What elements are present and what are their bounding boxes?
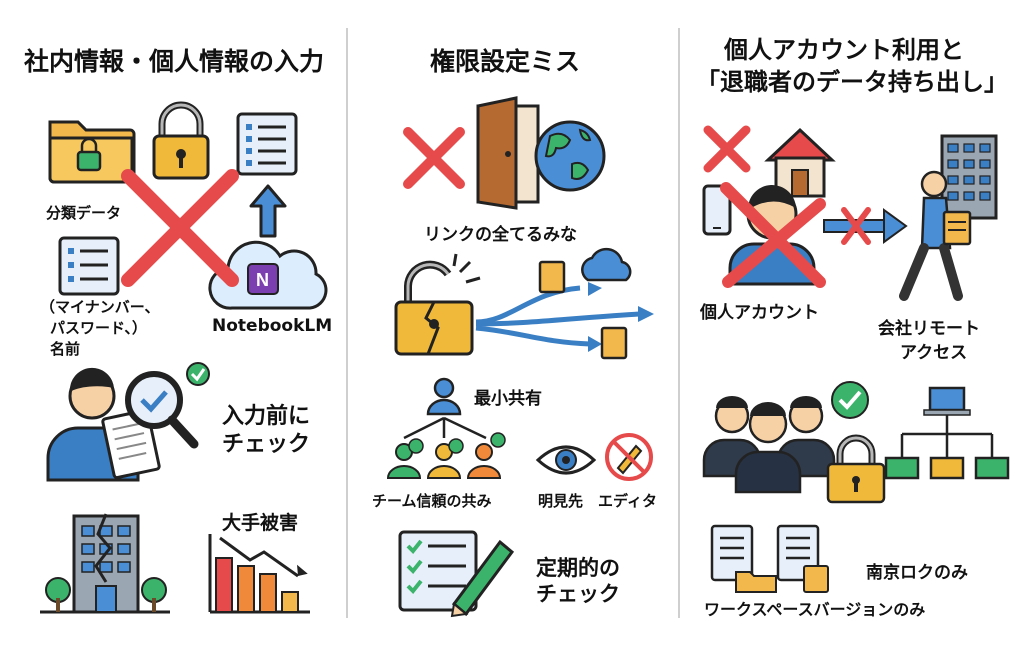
forbidden-x-icon xyxy=(121,169,239,287)
column-2-title: 権限設定ミス xyxy=(430,47,581,76)
viewer-eye-icon xyxy=(535,445,597,475)
broken-lock-share-icon xyxy=(394,247,654,360)
notebooklm-label: NotebookLM xyxy=(212,316,333,336)
remote-access-line1: 会社リモート xyxy=(878,319,980,339)
personal-account-person-icon xyxy=(720,182,826,288)
check-before-input-line2: チェック xyxy=(222,432,311,457)
remote-access-line2: アクセス xyxy=(900,343,968,363)
checklist-pencil-icon xyxy=(398,530,515,618)
small-x-icon-2 xyxy=(703,125,751,173)
personal-info-list-icon xyxy=(58,236,120,296)
open-door-globe-icon xyxy=(476,96,606,210)
link-all-label: リンクの全てるみな xyxy=(424,225,577,245)
personal-account-label: 個人アカウント xyxy=(700,303,819,323)
documents-folder-icon xyxy=(710,524,829,593)
svg-text:N: N xyxy=(256,270,269,290)
pii-label-line3: 名前 xyxy=(50,340,81,358)
pii-label-line2: パスワード、） xyxy=(50,319,147,337)
cloud-notebook-icon: N xyxy=(208,240,328,310)
no-edit-pencil-icon xyxy=(605,433,653,481)
business-team-icon xyxy=(702,381,886,504)
column-1-title: 社内情報・個人情報の入力 xyxy=(24,47,325,76)
workspace-version-label: ワークスペースバージョンのみ xyxy=(704,600,926,619)
south-lock-label: 南京ロクのみ xyxy=(866,563,968,583)
blocked-transfer-arrow-icon xyxy=(823,207,908,245)
network-devices-icon xyxy=(884,386,1010,480)
periodic-check-line2: チェック xyxy=(536,582,620,606)
column-3-title-line1: 個人アカウント利用と xyxy=(724,36,964,64)
damaged-building-icon xyxy=(40,513,170,614)
pii-label-line1: （マイナンバー、 xyxy=(40,298,160,316)
editor-label: エディタ xyxy=(598,492,657,510)
walking-person-with-files-icon xyxy=(899,170,972,301)
team-share-arrows-icon xyxy=(386,416,506,479)
falling-bar-chart-icon xyxy=(208,534,310,614)
document-list-icon xyxy=(236,112,298,176)
column-3-title-line2: 「退職者のデータ持ち出し」 xyxy=(696,68,1008,96)
viewer-label: 明見先 xyxy=(538,492,584,510)
least-share-label: 最小共有 xyxy=(474,389,542,409)
column-divider-1 xyxy=(346,28,348,618)
padlock-icon xyxy=(152,101,210,180)
check-before-input-line1: 入力前に xyxy=(222,404,311,429)
least-share-person-icon xyxy=(426,377,462,416)
smartphone-icon xyxy=(702,184,732,236)
periodic-check-line1: 定期的の xyxy=(536,556,620,580)
classified-data-label: 分類データ xyxy=(46,204,122,222)
team-trust-label: チーム信頼の共み xyxy=(372,492,492,510)
upload-arrow-icon xyxy=(249,184,287,238)
small-x-icon xyxy=(403,127,465,189)
inspector-person-icon xyxy=(46,362,210,482)
major-damage-label: 大手被害 xyxy=(222,512,299,534)
column-divider-2 xyxy=(678,28,680,618)
